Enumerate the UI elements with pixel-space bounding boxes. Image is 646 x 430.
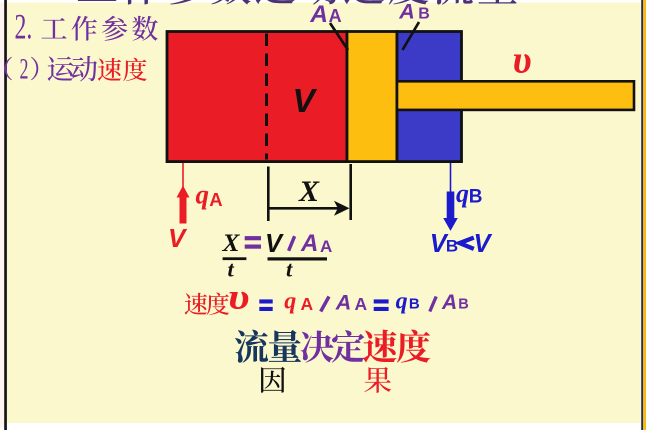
svg-text:A: A (309, 1, 328, 28)
svg-text:V: V (265, 230, 284, 258)
svg-text:A: A (209, 189, 222, 210)
svg-text:A: A (398, 0, 415, 24)
svg-text:B: B (458, 297, 468, 313)
svg-text:B: B (409, 296, 420, 313)
svg-text:A: A (301, 294, 314, 314)
svg-text:t: t (286, 257, 293, 282)
svg-text:A: A (300, 230, 318, 257)
svg-text:q: q (196, 180, 210, 210)
svg-text:V: V (168, 223, 188, 253)
svg-text:V: V (293, 83, 318, 120)
svg-text:X: X (298, 175, 320, 208)
svg-text:A: A (441, 291, 457, 314)
svg-text:B: B (469, 187, 483, 208)
svg-text:A: A (355, 294, 368, 314)
svg-text:t: t (228, 257, 235, 282)
svg-text:B: B (446, 236, 458, 255)
svg-text:q: q (284, 289, 296, 315)
svg-text:2: 2 (20, 53, 29, 86)
svg-text:X: X (222, 228, 241, 257)
svg-text:A: A (320, 237, 332, 256)
svg-text:υ: υ (228, 276, 250, 316)
svg-text:A: A (335, 291, 352, 315)
svg-text:V: V (474, 230, 493, 258)
svg-text:B: B (418, 6, 430, 23)
svg-text:2.: 2. (15, 7, 33, 47)
svg-text:q: q (396, 289, 408, 315)
svg-text:υ: υ (513, 39, 532, 82)
svg-text:V: V (430, 230, 449, 258)
svg-text:q: q (456, 179, 469, 208)
svg-text:A: A (329, 6, 342, 26)
